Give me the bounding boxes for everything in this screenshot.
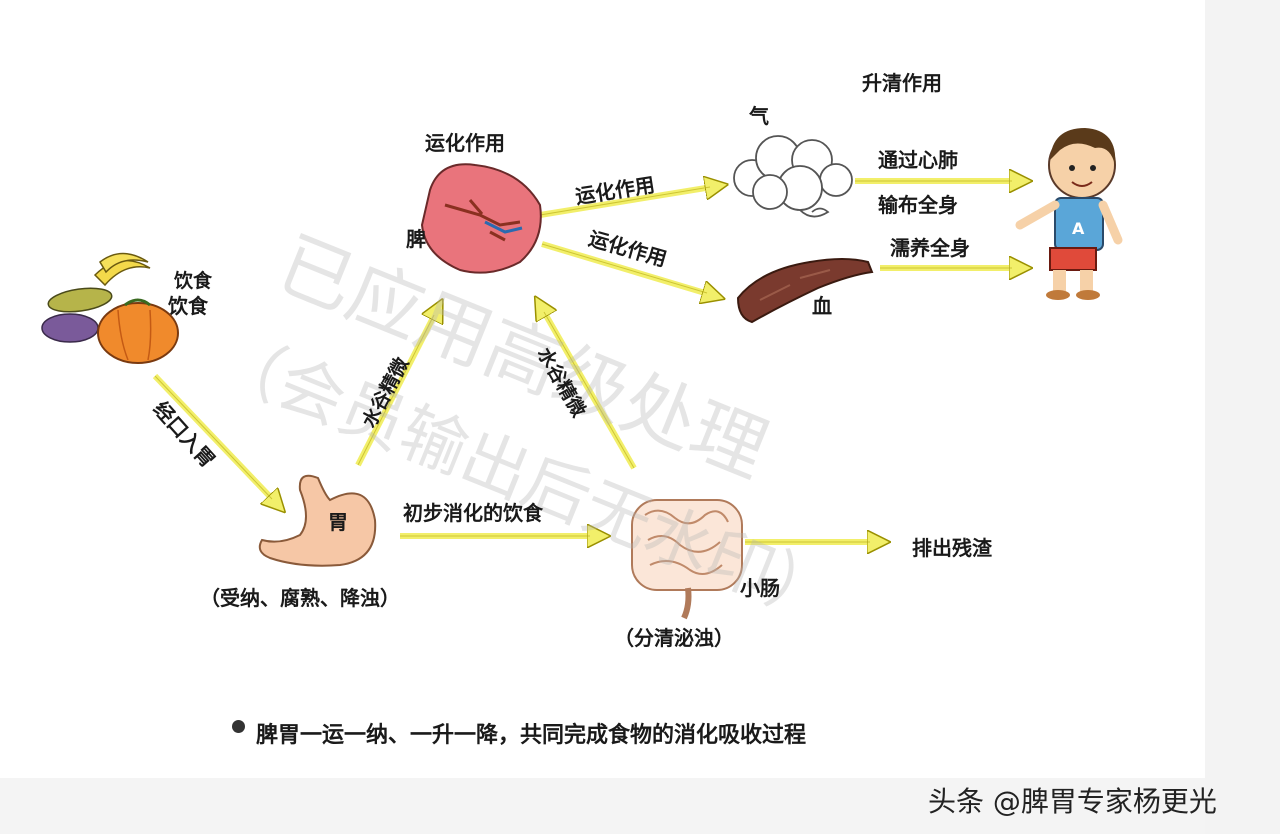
- footer-bar: [0, 778, 1205, 834]
- label-yinshi: 饮食: [168, 294, 208, 318]
- small-intestine-illustration: [631, 499, 743, 620]
- qi-cloud-illustration: [733, 135, 853, 218]
- label-tongguo: 通过心肺: [878, 148, 958, 172]
- food-illustration: [41, 252, 179, 364]
- label-shubu: 输布全身: [878, 193, 958, 217]
- diagram-frame: [0, 0, 1205, 800]
- blood-illustration: [736, 258, 874, 324]
- label-yunhua-top: 运化作用: [425, 131, 505, 155]
- label-xue: 血: [812, 294, 832, 318]
- summary-bullet: [232, 720, 245, 733]
- label-paichu: 排出残渣: [912, 536, 992, 560]
- child-illustration: A: [1015, 128, 1123, 300]
- author-credit: 头条 @脾胃专家杨更光: [928, 785, 1217, 818]
- stomach-illustration: [258, 474, 377, 567]
- svg-text:A: A: [1072, 219, 1085, 238]
- label-chubu: 初步消化的饮食: [403, 501, 543, 525]
- label-xiaochang-func: （分清泌浊）: [614, 626, 734, 650]
- label-ruyang: 濡养全身: [890, 236, 970, 260]
- label-pi: 脾: [406, 227, 426, 251]
- label-wei: 胃: [328, 510, 348, 534]
- label-qi: 气: [749, 104, 769, 128]
- label-yinshi-top: 饮食: [174, 270, 213, 292]
- summary-text: 脾胃一运一纳、一升一降，共同完成食物的消化吸收过程: [256, 723, 807, 748]
- spleen-illustration: [420, 163, 542, 274]
- label-shengqing: 升清作用: [862, 71, 942, 95]
- label-wei-func: （受纳、腐熟、降浊）: [200, 586, 400, 610]
- right-margin: [1205, 0, 1280, 834]
- label-xiaochang: 小肠: [740, 576, 780, 600]
